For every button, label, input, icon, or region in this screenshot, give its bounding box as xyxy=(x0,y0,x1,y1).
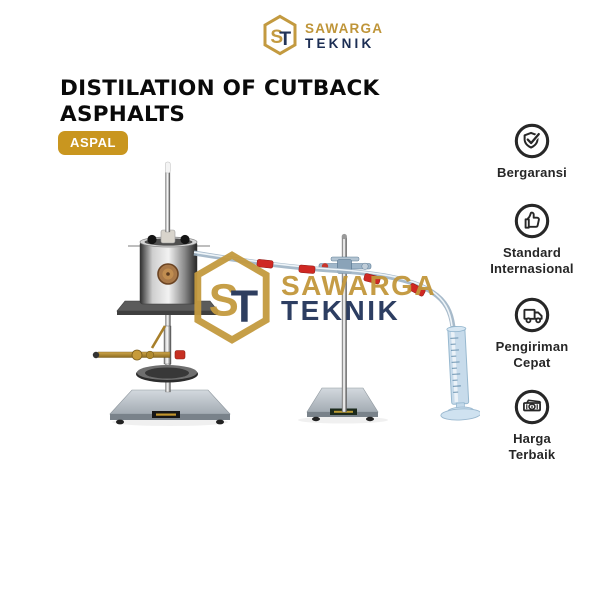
burner xyxy=(92,325,186,365)
brand-name-secondary: TEKNIK xyxy=(305,36,375,51)
support-stand xyxy=(306,233,379,422)
feature-item-shipping: Pengiriman Cepat xyxy=(469,296,595,371)
brand-wordmark: SAWARGA TEKNIK xyxy=(305,21,383,51)
product-title: DISTILATION OF CUTBACK ASPHALTS xyxy=(60,76,420,128)
brand-monogram-t: T xyxy=(279,29,291,50)
shield-check-icon xyxy=(514,123,550,159)
brand-hexagon-icon: S T xyxy=(263,14,297,56)
brand-logo: S T SAWARGA TEKNIK xyxy=(262,14,383,56)
burner-knob xyxy=(174,350,186,360)
product-title-line2: ASPHALTS xyxy=(60,102,186,127)
feature-label: Pengiriman Cepat xyxy=(495,339,569,370)
feature-item-standard: Standard Internasional xyxy=(469,202,595,277)
feature-label: Harga Terbaik xyxy=(508,431,556,462)
banknote-icon xyxy=(514,389,550,425)
brand-name-primary: SAWARGA xyxy=(305,21,384,36)
product-photo-distillation-apparatus xyxy=(92,161,480,426)
graduated-cylinder xyxy=(440,325,480,421)
thumbs-up-icon xyxy=(514,203,550,239)
feature-item-price: Harga Terbaik xyxy=(469,388,595,463)
still-pot-stand xyxy=(92,161,231,425)
brand-monogram-s: S xyxy=(270,27,283,48)
feature-label: Standard Internasional xyxy=(490,245,574,276)
feature-label: Bergaransi xyxy=(497,165,567,180)
truck-icon xyxy=(514,297,550,333)
thermometer xyxy=(165,171,171,233)
still-pot xyxy=(128,234,210,305)
product-title-line1: DISTILATION OF CUTBACK xyxy=(60,76,380,101)
category-badge: ASPAL xyxy=(58,131,129,155)
feature-item-warranty: Bergaransi xyxy=(469,122,595,181)
